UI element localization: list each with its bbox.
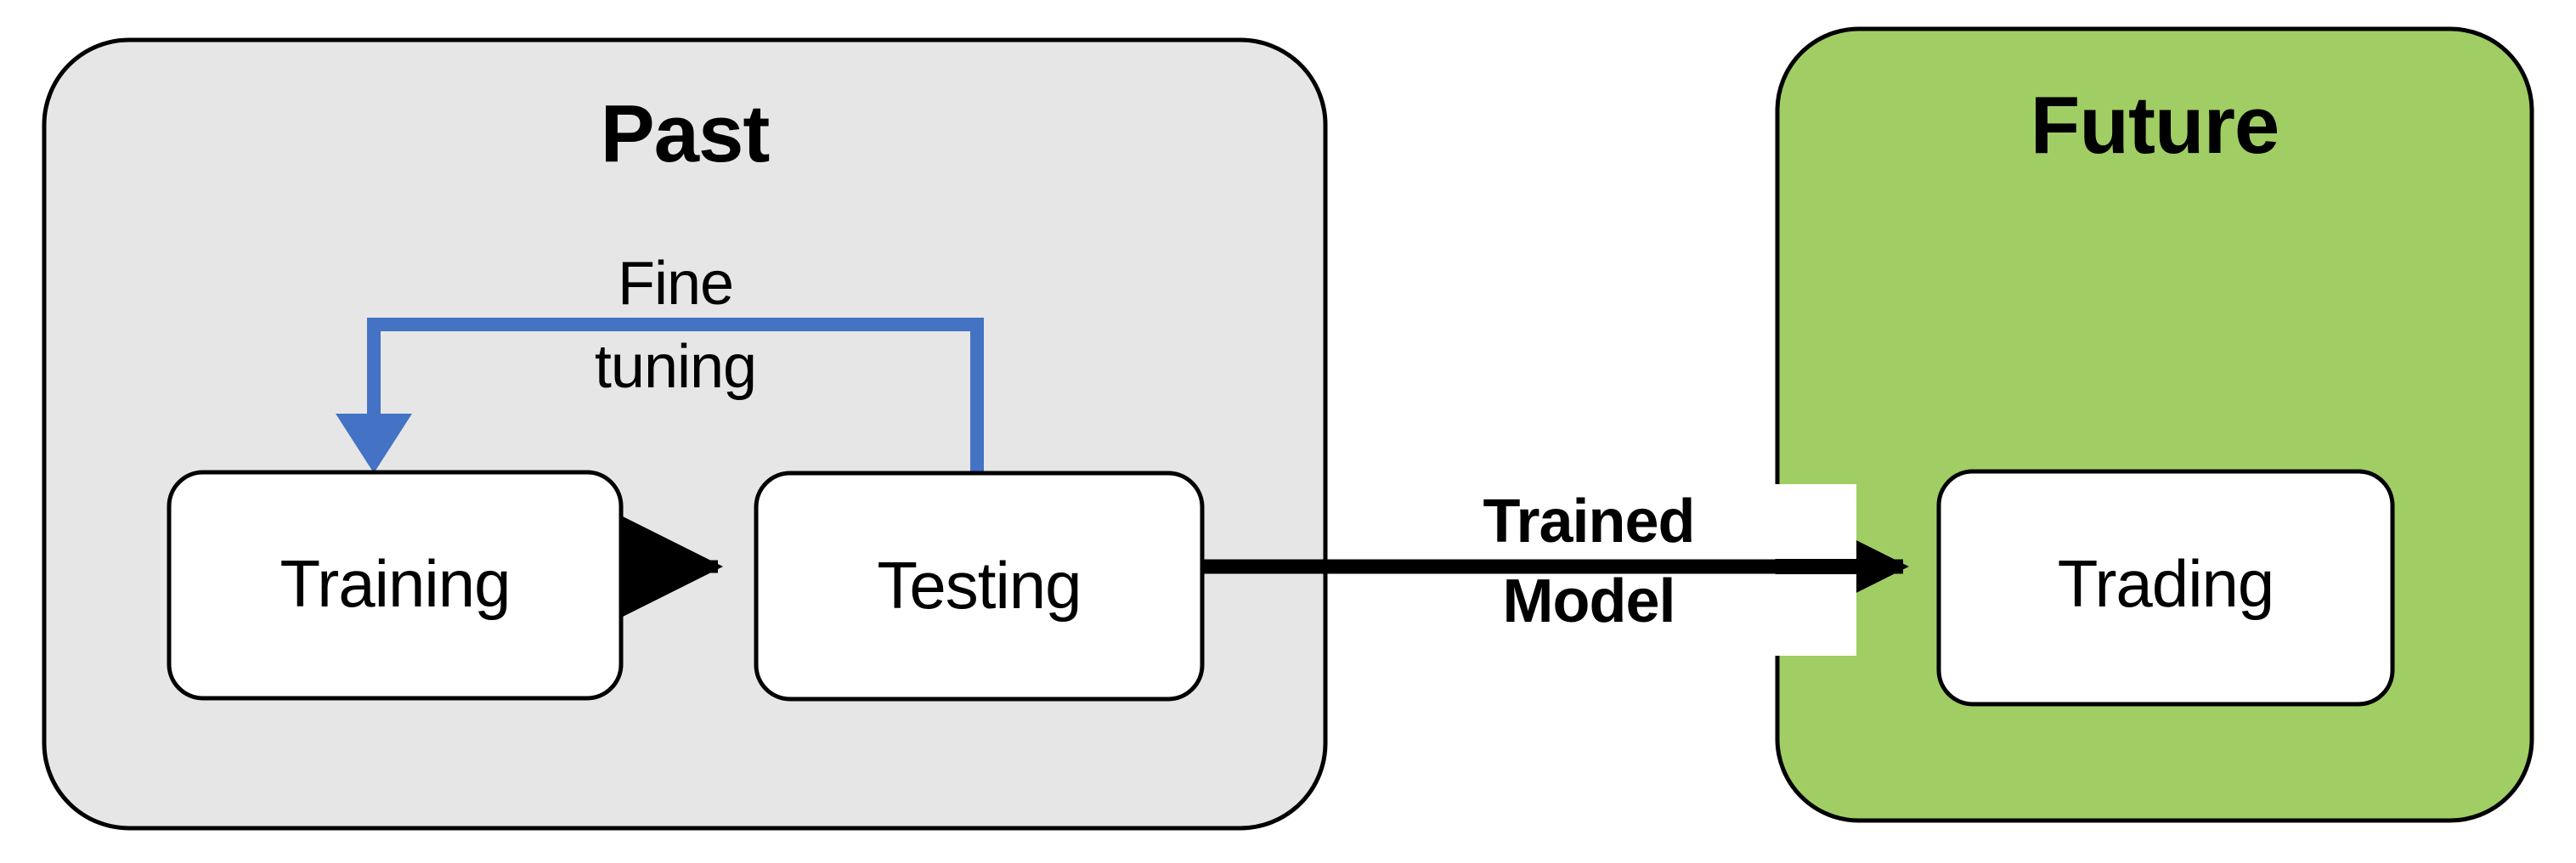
edge-label-fine-tuning-line1: Fine <box>617 250 734 318</box>
node-label-training: Training <box>280 546 511 621</box>
panel-title-past: Past <box>600 88 771 179</box>
edge-label-fine-tuning-line2: tuning <box>594 333 757 401</box>
node-trading[interactable] <box>1936 469 2395 707</box>
node-training[interactable] <box>167 470 624 701</box>
node-label-trading: Trading <box>2057 546 2275 621</box>
trained-model-label-backdrop-top <box>1330 484 1856 559</box>
trained-model-label-backdrop-bottom <box>1330 574 1856 656</box>
panel-title-future: Future <box>2030 80 2280 171</box>
fine-tuning-arrowhead <box>336 414 412 473</box>
node-testing[interactable] <box>754 471 1205 702</box>
edge-label-trained-model-line2: Model <box>1502 567 1676 635</box>
edge-label-trained-model-line1: Trained <box>1483 488 1695 556</box>
fine-tuning-arrow <box>367 318 984 472</box>
node-label-testing: Testing <box>877 548 1082 623</box>
